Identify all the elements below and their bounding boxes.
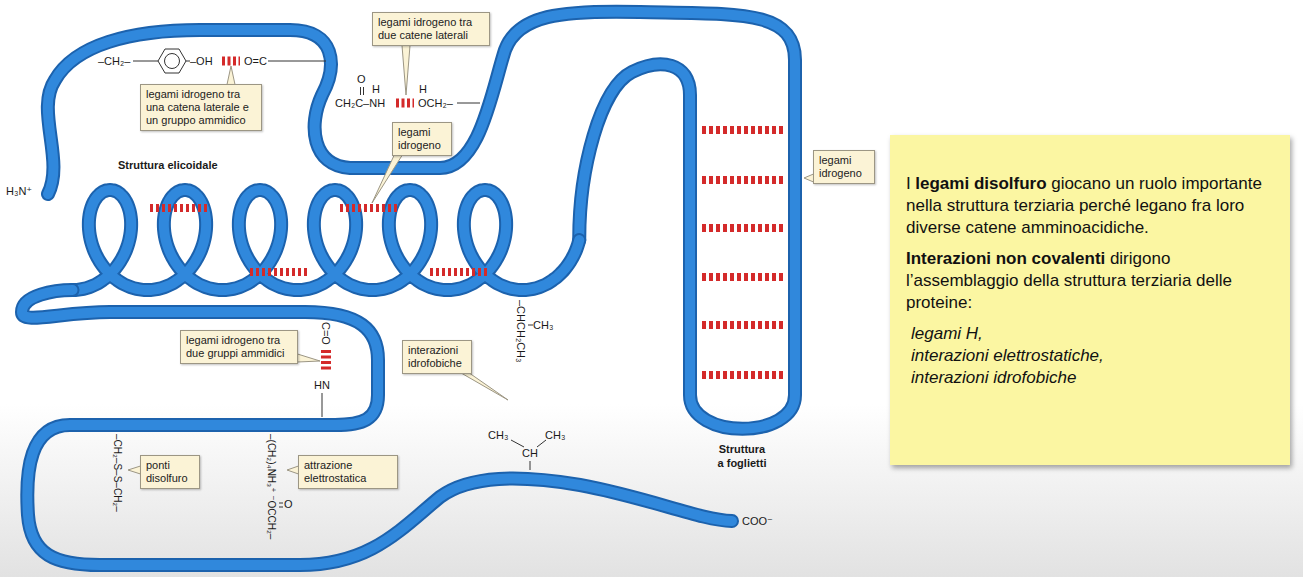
ribbon-segment — [73, 190, 580, 290]
hydrogen-bond — [430, 268, 490, 276]
bond-line — [133, 61, 158, 62]
callout-text: legami idrogeno tra due gruppi ammidici — [186, 334, 292, 360]
leader-pointer — [372, 156, 402, 204]
chemical-formula: O — [357, 72, 366, 86]
ribbon-segment — [48, 12, 795, 429]
callout-text: attrazione elettrostatica — [304, 459, 392, 485]
ribbon-body — [22, 290, 732, 565]
note-text: Interazioni non covalenti — [906, 249, 1105, 268]
callout-text: interazioni idrofobiche — [408, 344, 466, 370]
hydrogen-bond — [702, 321, 784, 329]
leader-pointer — [128, 466, 141, 474]
chemical-formula: –CH₂–S–S–CH₂– — [110, 434, 124, 512]
benzene-ring — [165, 54, 180, 69]
leader-pointer — [462, 374, 508, 401]
chemical-formula: –CHCH₂CH₃ — [514, 300, 528, 363]
bond-line — [360, 87, 361, 95]
bond-line — [186, 61, 190, 62]
chemical-formula: C=O — [319, 322, 333, 345]
chemical-formula: CH₃ — [488, 428, 508, 442]
hydrogen-bond — [150, 204, 210, 212]
chemical-formula: –CH₂– — [98, 54, 130, 68]
hydrogen-bond — [702, 224, 784, 232]
chemical-formula: H — [419, 82, 427, 96]
callout-box: legami idrogeno tra due catene laterali — [372, 12, 490, 46]
callout-box: legami idrogeno — [392, 122, 452, 156]
hydrogen-bond — [340, 204, 400, 212]
hydrogen-bond — [702, 273, 784, 281]
leader-pointer — [227, 66, 235, 85]
chemical-formula: OCH₂– — [418, 96, 453, 110]
chemical-formula: –OH — [190, 54, 213, 68]
chemical-formula: CH₃ — [545, 428, 565, 442]
terminus-label: H₃N⁺ — [6, 184, 32, 198]
bond-line — [363, 87, 364, 95]
ribbon-edge — [48, 12, 795, 429]
callout-box: interazioni idrofobiche — [402, 340, 472, 374]
note-paragraph: interazioni idrofobiche — [906, 367, 1276, 389]
structure-label: Struttura elicoidale — [118, 158, 218, 172]
chemical-formula: H — [372, 82, 380, 96]
callout-box: legami idrogeno — [813, 150, 875, 184]
ribbon-body — [48, 12, 795, 429]
hydrogen-bond — [702, 126, 784, 134]
bond-line — [528, 325, 533, 326]
chemical-formula: O=C — [244, 54, 267, 68]
note-paragraph: Interazioni non covalentidirigono l’asse… — [906, 248, 1276, 314]
note-text: interazioni idrofobiche — [911, 368, 1076, 387]
callout-text: legami idrogeno — [819, 154, 869, 180]
leader-pointer — [402, 46, 410, 96]
callout-box: legami idrogeno tra due gruppi ammidici — [180, 330, 298, 364]
callout-text: legami idrogeno tra due catene laterali — [378, 16, 484, 42]
ribbon-edge — [73, 190, 580, 290]
ribbon-edge — [22, 290, 732, 565]
bond-line — [457, 103, 480, 104]
note-text: legami disolfuro — [915, 174, 1046, 193]
leader-pointer — [298, 354, 321, 362]
bond-line — [322, 393, 323, 417]
hydrogen-bond — [321, 350, 331, 372]
leader-pointer — [287, 466, 299, 474]
note-text: legami H, — [911, 324, 983, 343]
note-paragraph: interazioni elettrostatiche, — [906, 345, 1276, 367]
structure-label: Struttura a foglietti — [715, 442, 769, 470]
ribbon-segment — [22, 290, 732, 565]
terminus-label: COO⁻ — [742, 514, 773, 528]
bond-line — [268, 61, 326, 62]
bond-line — [537, 440, 546, 447]
note-paragraph: legami H, — [906, 323, 1276, 345]
chemical-formula: –(CH₂)₄NH₃⁺ ⁻OCCH₂– — [264, 434, 278, 539]
note-text: interazioni elettrostatiche, — [911, 346, 1104, 365]
callout-text: legami idrogeno tra una catena laterale … — [146, 88, 256, 127]
chemical-formula: O — [284, 497, 293, 511]
ribbon-body — [73, 190, 580, 290]
callout-box: ponti disolfuro — [140, 455, 200, 489]
callout-text: legami idrogeno — [398, 126, 446, 152]
bond-line — [279, 503, 283, 504]
callout-box: legami idrogeno tra una catena laterale … — [140, 84, 262, 131]
benzene-ring — [158, 49, 186, 73]
callout-text: ponti disolfuro — [146, 459, 194, 485]
chemical-bonds — [133, 49, 546, 507]
callout-leaders — [128, 46, 814, 475]
hydrogen-bond — [222, 57, 240, 66]
hydrogen-bond — [702, 176, 784, 184]
hydrogen-bond — [702, 371, 784, 379]
callout-box: attrazione elettrostatica — [298, 455, 398, 489]
chemical-formula: CH₃ — [533, 318, 553, 332]
note-paragraph: Ilegami disolfurogiocano un ruolo import… — [906, 173, 1276, 239]
protein-ribbon — [22, 12, 795, 565]
bond-line — [279, 507, 283, 508]
hydrogen-bond — [396, 99, 414, 108]
note-text: I — [906, 174, 911, 193]
chemical-formula: HN — [314, 378, 330, 392]
bond-line — [511, 440, 524, 447]
chemical-formula: CH₂C–NH — [335, 96, 385, 110]
hydrogen-bond — [250, 268, 310, 276]
note-box: Ilegami disolfurogiocano un ruolo import… — [890, 135, 1290, 465]
bond-line — [530, 461, 531, 470]
chemical-formula: CH — [522, 446, 538, 460]
